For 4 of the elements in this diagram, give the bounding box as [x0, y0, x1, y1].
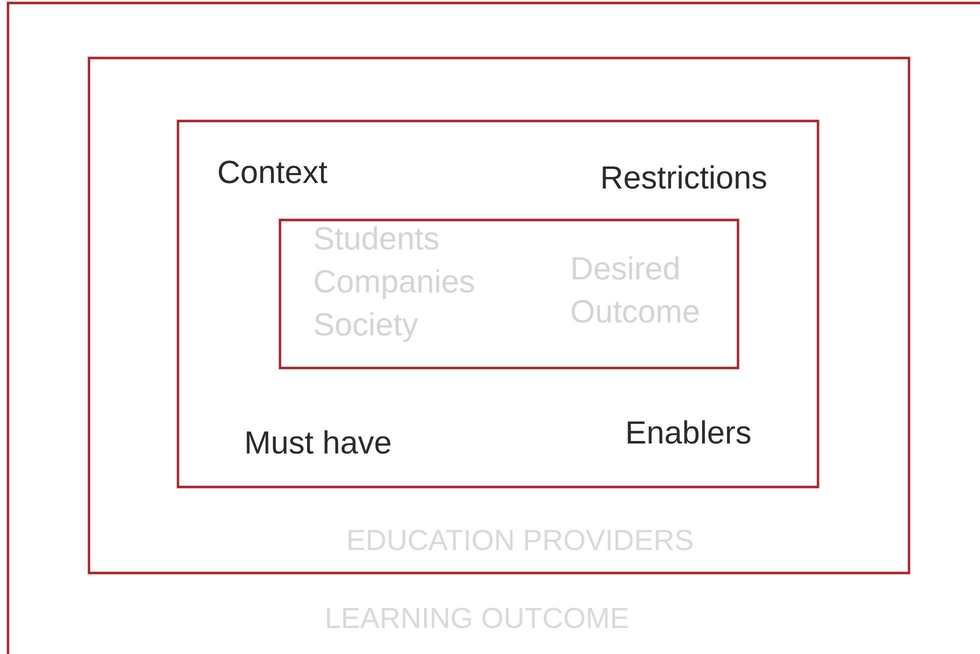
label-text: Context: [218, 160, 328, 184]
label-text: Enablers: [628, 420, 750, 444]
label-text: Must have: [246, 430, 390, 454]
label-text: Restrictions: [602, 165, 766, 189]
